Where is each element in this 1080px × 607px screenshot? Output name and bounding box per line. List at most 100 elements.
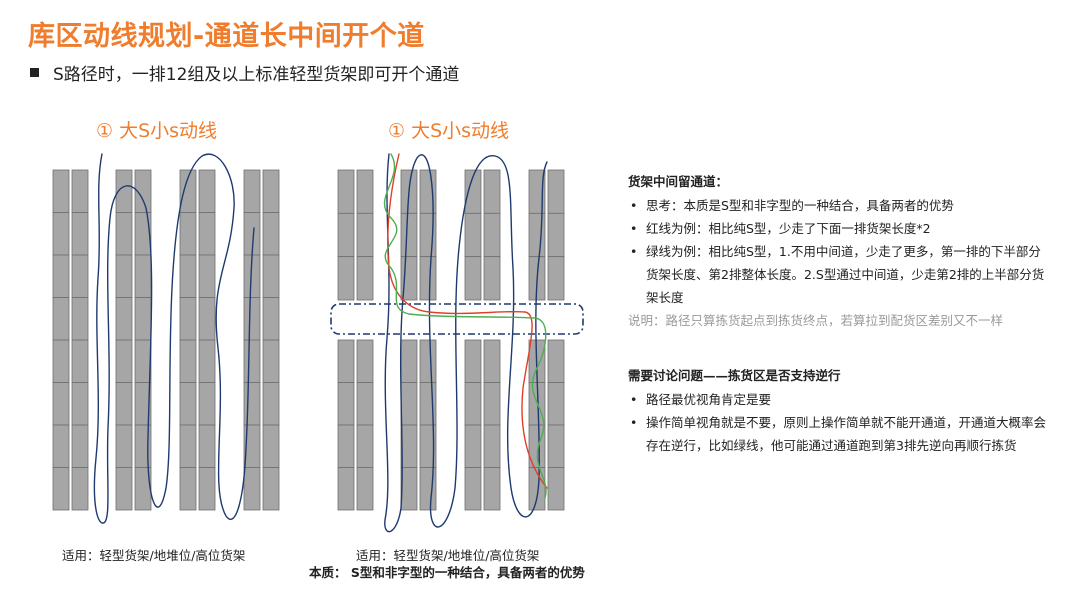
diagram-left-caption: 适用：轻型货架/地堆位/高位货架 <box>62 548 246 563</box>
shelf-cell <box>52 467 70 511</box>
shelf-cell <box>356 382 374 426</box>
shelf-cell <box>419 339 437 383</box>
shelf-cell <box>115 339 133 383</box>
shelf-cell <box>71 339 89 383</box>
shelf-cell <box>400 424 418 468</box>
shelf-cell <box>483 424 501 468</box>
shelf-cell <box>243 297 261 341</box>
shelf-cell <box>115 467 133 511</box>
shelf-cell <box>483 382 501 426</box>
shelf-cell <box>71 254 89 298</box>
shelf-cell <box>198 212 216 256</box>
shelf-cell <box>337 382 355 426</box>
shelf-cell <box>179 297 197 341</box>
notes-list-discussion: 路径最优视角肯定是要 操作简单视角就是不要，原则上操作简单就不能开通道，开通道大… <box>628 388 1048 457</box>
shelf-cell <box>337 212 355 258</box>
notes-heading-discussion: 需要讨论问题——拣货区是否支持逆行 <box>628 368 841 383</box>
shelf-cell <box>198 339 216 383</box>
shelf-cell <box>483 256 501 301</box>
shelf-cell <box>179 467 197 511</box>
shelf-cell <box>179 382 197 426</box>
shelf-cell <box>134 339 152 383</box>
shelf-cell <box>243 169 261 213</box>
shelf-cell <box>337 424 355 468</box>
shelf-cell <box>198 169 216 213</box>
shelf-cell <box>134 212 152 256</box>
shelf-cell <box>52 254 70 298</box>
shelf-cell <box>52 424 70 468</box>
shelf-cell <box>547 256 565 301</box>
shelf-cell <box>262 339 280 383</box>
shelf-cell <box>464 212 482 258</box>
shelf-cell <box>464 382 482 426</box>
list-item: 操作简单视角就是不要，原则上操作简单就不能开通道，开通道大概率会存在逆行，比如绿… <box>628 411 1048 457</box>
shelf-cell <box>356 339 374 383</box>
notes-panel: 货架中间留通道： 思考：本质是S型和非字型的一种结合，具备两者的优势 红线为例：… <box>628 170 1048 457</box>
path-line-blue <box>384 153 548 533</box>
diagram-left-title: ① 大S小s动线 <box>96 120 218 142</box>
shelf-cell <box>179 212 197 256</box>
shelf-cell <box>52 339 70 383</box>
shelf-cell <box>337 256 355 301</box>
essence-summary: 本质： S型和非字型的一种结合，具备两者的优势 <box>309 565 585 580</box>
shelf-cell <box>528 467 546 511</box>
shelf-cell <box>337 169 355 214</box>
shelf-cell <box>52 382 70 426</box>
notes-heading-aisle: 货架中间留通道： <box>628 174 729 189</box>
shelf-cell <box>115 212 133 256</box>
shelf-cell <box>262 382 280 426</box>
shelf-cell <box>262 169 280 213</box>
shelf-cell <box>115 382 133 426</box>
notes-list-aisle: 思考：本质是S型和非字型的一种结合，具备两者的优势 红线为例：相比纯S型，少走了… <box>628 194 1048 309</box>
shelf-cell <box>356 424 374 468</box>
list-item: 红线为例：相比纯S型，少走了下面一排货架长度*2 <box>628 217 1048 240</box>
shelf-cell <box>71 424 89 468</box>
path-line-green <box>383 153 547 499</box>
shelf-cell <box>71 382 89 426</box>
shelf-cell <box>547 424 565 468</box>
shelf-cell <box>483 339 501 383</box>
subtitle: S路径时，一排12组及以上标准轻型货架即可开个通道 <box>30 60 459 85</box>
shelf-cell <box>134 254 152 298</box>
subtitle-text: S路径时，一排12组及以上标准轻型货架即可开个通道 <box>53 65 460 85</box>
shelf-cell <box>547 212 565 258</box>
shelf-cell <box>400 382 418 426</box>
shelf-cell <box>464 467 482 511</box>
path-line-blue <box>93 153 255 524</box>
shelf-cell <box>52 169 70 213</box>
list-item: 思考：本质是S型和非字型的一种结合，具备两者的优势 <box>628 194 1048 217</box>
diagram-right-title: ① 大S小s动线 <box>388 120 510 142</box>
shelf-cell <box>52 212 70 256</box>
shelf-cell <box>243 467 261 511</box>
shelf-cell <box>52 297 70 341</box>
middle-aisle-box <box>330 303 584 335</box>
page-title: 库区动线规划-通道长中间开个道 <box>28 21 425 52</box>
shelf-cell <box>419 256 437 301</box>
shelf-cell <box>528 212 546 258</box>
shelf-cell <box>262 212 280 256</box>
shelf-cell <box>547 382 565 426</box>
shelf-cell <box>179 339 197 383</box>
shelf-cell <box>262 297 280 341</box>
shelf-cell <box>198 382 216 426</box>
shelf-cell <box>179 169 197 213</box>
shelf-cell <box>483 212 501 258</box>
shelf-cell <box>198 254 216 298</box>
shelf-cell <box>464 424 482 468</box>
shelf-cell <box>71 212 89 256</box>
diagram-left <box>52 153 280 524</box>
shelf-cell <box>71 297 89 341</box>
shelf-cell <box>400 339 418 383</box>
notes-remark: 说明：路径只算拣货起点到拣货终点，若算拉到配货区差别又不一样 <box>628 313 1004 328</box>
bullet-square-icon <box>30 68 39 77</box>
shelf-cell <box>400 467 418 511</box>
shelf-cell <box>262 254 280 298</box>
list-item: 路径最优视角肯定是要 <box>628 388 1048 411</box>
shelf-cell <box>356 467 374 511</box>
shelf-cell <box>547 169 565 214</box>
shelf-cell <box>464 339 482 383</box>
shelf-cell <box>262 424 280 468</box>
shelf-cell <box>337 339 355 383</box>
shelf-cell <box>115 297 133 341</box>
shelf-cell <box>198 424 216 468</box>
